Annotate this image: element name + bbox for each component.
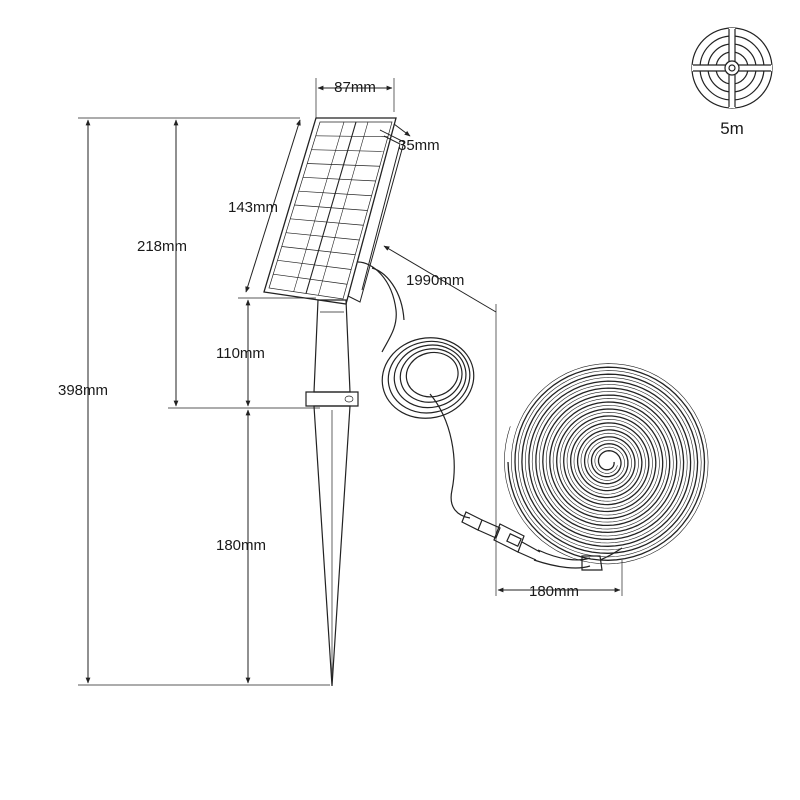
dimension-lines [78,78,623,686]
panel-height-label: 143mm [228,199,278,216]
panel-height-dimension-line [245,119,301,293]
coil-icon [691,27,773,109]
solar-panel [263,117,405,305]
panel-depth-dimension-line [393,123,411,137]
coil-length-label: 5m [720,119,744,138]
total-height-label: 398mm [58,382,108,399]
connector-length-label: 180mm [529,583,579,600]
cable-length-label: 1990mm [406,272,464,289]
post-height-label: 110mm [216,345,265,362]
panel-width-label: 87mm [334,79,376,96]
led-strip-coil [504,363,709,565]
coil-badge: 5m [691,27,773,138]
panel-cell-grid [273,121,388,296]
cable-loop-coil [381,337,475,419]
panel-to-ring-label: 218mm [137,238,187,255]
panel-depth-label: 35mm [398,137,440,154]
dimension-labels: 87mm 35mm 143mm 1990mm 218mm 398mm 110mm… [58,79,579,600]
ground-stake [305,299,359,687]
spike-length-label: 180mm [216,537,266,554]
power-cable [357,261,475,519]
cable-length-dimension-line [383,245,497,313]
